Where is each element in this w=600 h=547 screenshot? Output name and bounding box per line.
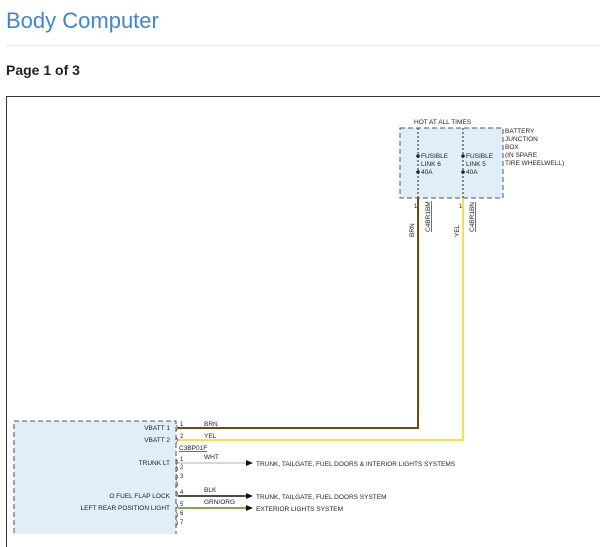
arrow-icon bbox=[246, 460, 253, 466]
body-computer-box bbox=[13, 420, 177, 534]
svg-text:LINK 5: LINK 5 bbox=[466, 161, 486, 168]
pin-label: O FUEL FLAP LOCK bbox=[109, 493, 170, 500]
svg-text:TIRE WHEELWELL): TIRE WHEELWELL) bbox=[505, 160, 564, 167]
svg-text:(IN SPARE: (IN SPARE bbox=[505, 152, 538, 159]
connector-id: C3BP01F bbox=[179, 445, 207, 452]
pin-wire-labels: BRN YEL WHT BLK GRN/ORG bbox=[204, 421, 235, 506]
fuse-left-label: FUSIBLE LINK 6 40A bbox=[421, 153, 449, 176]
svg-text:BRN: BRN bbox=[204, 421, 218, 428]
destination-link[interactable]: TRUNK, TAILGATE, FUEL DOORS SYSTEM bbox=[256, 494, 387, 501]
svg-text:40A: 40A bbox=[466, 169, 478, 176]
svg-text:GRN/ORG: GRN/ORG bbox=[204, 499, 235, 506]
svg-text:7: 7 bbox=[180, 520, 184, 526]
svg-text:3: 3 bbox=[180, 474, 184, 480]
svg-text:1: 1 bbox=[180, 422, 184, 428]
svg-text:FUSIBLE: FUSIBLE bbox=[421, 153, 449, 160]
arrow-icon bbox=[246, 505, 253, 511]
page-indicator: Page 1 of 3 bbox=[6, 62, 80, 78]
wire-left-pin: 1 bbox=[414, 204, 418, 210]
pin-numbers: 1 2 1 2 3 4 5 6 7 bbox=[180, 422, 184, 526]
svg-text:6: 6 bbox=[180, 511, 184, 517]
svg-text:5: 5 bbox=[180, 502, 184, 508]
fuse-right-label: FUSIBLE LINK 5 40A bbox=[466, 153, 494, 176]
svg-text:40A: 40A bbox=[421, 169, 433, 176]
svg-text:BOX: BOX bbox=[505, 144, 519, 151]
destination-link[interactable]: EXTERIOR LIGHTS SYSTEM bbox=[256, 506, 343, 513]
svg-text:1: 1 bbox=[180, 457, 184, 463]
junction-box-label: BATTERY JUNCTION BOX (IN SPARE TIRE WHEE… bbox=[505, 128, 564, 167]
pin-label: TRUNK LT bbox=[139, 460, 170, 467]
svg-text:JUNCTION: JUNCTION bbox=[505, 136, 538, 143]
svg-text:BATTERY: BATTERY bbox=[505, 128, 535, 135]
wiring-diagram: HOT AT ALL TIMES BATTERY JUNCTION BOX (I… bbox=[13, 119, 564, 534]
svg-text:WHT: WHT bbox=[204, 454, 219, 461]
destination-labels: TRUNK, TAILGATE, FUEL DOORS & INTERIOR L… bbox=[256, 461, 456, 513]
pin-label: VBATT 2 bbox=[144, 437, 170, 444]
svg-text:LINK 6: LINK 6 bbox=[421, 161, 441, 168]
arrow-icon bbox=[246, 493, 253, 499]
svg-text:YEL: YEL bbox=[204, 433, 217, 440]
wire-brn bbox=[178, 198, 419, 429]
wire-left-color-label: BRN bbox=[409, 223, 416, 237]
junction-box bbox=[399, 127, 504, 199]
svg-text:2: 2 bbox=[180, 434, 184, 440]
svg-text:FUSIBLE: FUSIBLE bbox=[466, 153, 494, 160]
wire-yel bbox=[178, 198, 464, 441]
wire-right-pin: 1 bbox=[459, 204, 463, 210]
wire-right-color-label: YEL bbox=[454, 224, 461, 237]
destination-link[interactable]: TRUNK, TAILGATE, FUEL DOORS & INTERIOR L… bbox=[256, 461, 456, 468]
pin-label: VBATT 1 bbox=[144, 425, 170, 432]
diagram-frame bbox=[6, 96, 600, 547]
hot-label: HOT AT ALL TIMES bbox=[414, 119, 472, 126]
wire-left-connector: C4BR1BM bbox=[425, 201, 432, 232]
svg-text:4: 4 bbox=[180, 490, 184, 496]
title-divider bbox=[6, 45, 600, 46]
svg-text:2: 2 bbox=[180, 465, 184, 471]
pin-labels: VBATT 1 VBATT 2 TRUNK LT O FUEL FLAP LOC… bbox=[81, 425, 171, 512]
svg-text:BLK: BLK bbox=[204, 487, 217, 494]
pin-label: LEFT REAR POSITION LIGHT bbox=[81, 505, 170, 512]
page-title: Body Computer bbox=[6, 8, 159, 33]
wire-right-connector: C4BR1BN bbox=[469, 202, 476, 232]
